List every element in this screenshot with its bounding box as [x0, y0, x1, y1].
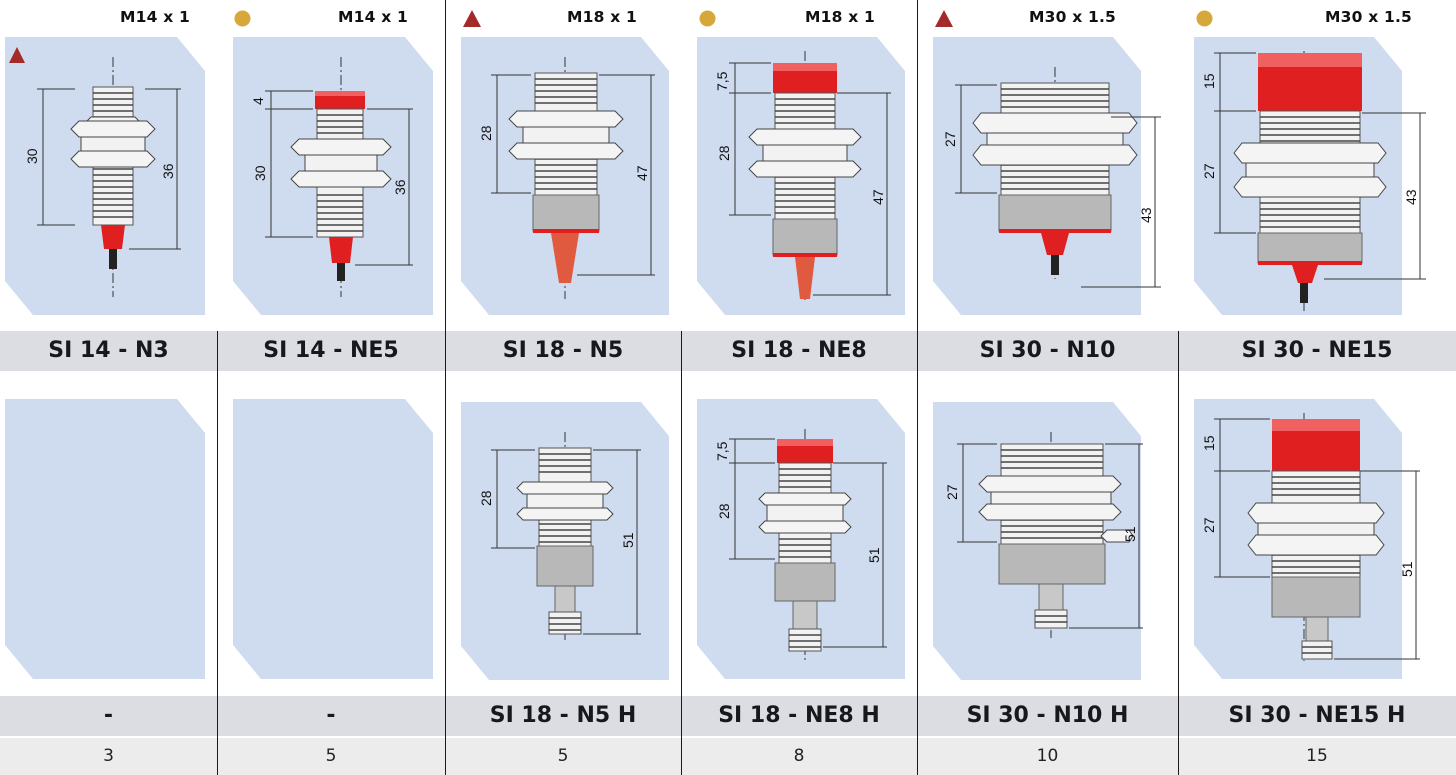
dimension-label: 4 — [250, 97, 266, 105]
dimension-label: 43 — [1138, 207, 1154, 223]
dimension-label: 36 — [160, 163, 176, 179]
dimension-label: 51 — [1122, 526, 1138, 542]
sensor-drawing-empty — [233, 399, 433, 679]
thread-header: M18 x 1 — [805, 8, 875, 26]
dimension-label: 27 — [1201, 517, 1217, 533]
dimension-label: 47 — [870, 189, 886, 205]
dimension-label: 30 — [24, 148, 40, 164]
dimension-label: 28 — [716, 503, 732, 519]
dimension-label: 15 — [1201, 73, 1217, 89]
model-name: SI 30 - N10 H — [966, 703, 1129, 728]
model-name: SI 30 - NE15 H — [1228, 703, 1406, 728]
range-value: 8 — [793, 746, 805, 766]
model-name: SI 14 - NE5 — [263, 338, 399, 363]
dimension-label: 28 — [478, 125, 494, 141]
dimension-label: 27 — [944, 484, 960, 500]
sensor-drawing: 7,5 28 51 — [697, 399, 905, 679]
sensor-drawing: 27 51 — [933, 402, 1143, 680]
dimension-label: 30 — [252, 165, 268, 181]
sensor-drawing: 15 27 43 — [1194, 37, 1426, 315]
triangle-icon — [935, 10, 953, 27]
model-name: SI 18 - NE8 — [731, 338, 867, 363]
sensor-drawing: 28 47 — [461, 37, 669, 315]
model-name: SI 18 - N5 H — [489, 703, 637, 728]
dimension-label: 51 — [1399, 561, 1415, 577]
column-divider — [1178, 331, 1179, 775]
thread-header: M30 x 1.5 — [1325, 8, 1413, 26]
model-band — [0, 696, 1456, 736]
dimension-label: 43 — [1403, 189, 1419, 205]
dimension-label: 15 — [1201, 435, 1217, 451]
sensor-drawing: 7,5 28 47 — [697, 37, 905, 315]
column-divider — [217, 331, 218, 775]
range-value: 10 — [1036, 746, 1059, 766]
dimension-label: 28 — [478, 490, 494, 506]
sensor-drawing-empty — [5, 399, 205, 679]
sensor-drawing: 15 27 51 — [1194, 399, 1420, 679]
model-name: SI 18 - NE8 H — [718, 703, 880, 728]
model-band — [0, 331, 1456, 371]
range-value: 5 — [325, 746, 337, 766]
dimension-label: 51 — [866, 547, 882, 563]
sensor-drawing: 4 30 36 — [233, 37, 433, 315]
dimension-label: 7,5 — [714, 441, 730, 461]
thread-header: M30 x 1.5 — [1029, 8, 1117, 26]
circle-icon — [1196, 10, 1213, 27]
range-value: 15 — [1306, 746, 1328, 766]
range-value: 5 — [557, 746, 569, 766]
dimension-label: 27 — [1201, 163, 1217, 179]
range-row — [0, 738, 1456, 775]
model-name: SI 18 - N5 — [502, 338, 624, 363]
circle-icon — [699, 10, 716, 27]
thread-header: M18 x 1 — [567, 8, 637, 26]
thread-header: M14 x 1 — [120, 8, 190, 26]
thread-header: M14 x 1 — [338, 8, 408, 26]
dimension-label: 7,5 — [714, 71, 730, 91]
sensor-drawing: 30 36 — [5, 37, 205, 315]
model-name: - — [326, 703, 336, 728]
column-divider — [445, 0, 446, 775]
dimension-label: 36 — [392, 179, 408, 195]
triangle-icon — [463, 10, 481, 27]
model-name: SI 30 - NE15 — [1241, 338, 1393, 363]
column-divider — [681, 331, 682, 775]
triangle-icon — [9, 47, 25, 63]
model-name: SI 30 - N10 — [979, 338, 1116, 363]
circle-icon — [234, 10, 251, 27]
dimension-label: 51 — [620, 532, 636, 548]
model-name: - — [103, 703, 114, 728]
model-name: SI 14 - N3 — [48, 338, 169, 363]
dimension-label: 27 — [942, 131, 958, 147]
sensor-drawing: 28 51 — [461, 402, 669, 680]
dimension-label: 28 — [716, 145, 732, 161]
range-value: 3 — [103, 746, 114, 766]
dimension-label: 47 — [634, 165, 650, 181]
sensor-drawing: 27 43 — [933, 37, 1161, 315]
column-divider — [917, 0, 918, 775]
